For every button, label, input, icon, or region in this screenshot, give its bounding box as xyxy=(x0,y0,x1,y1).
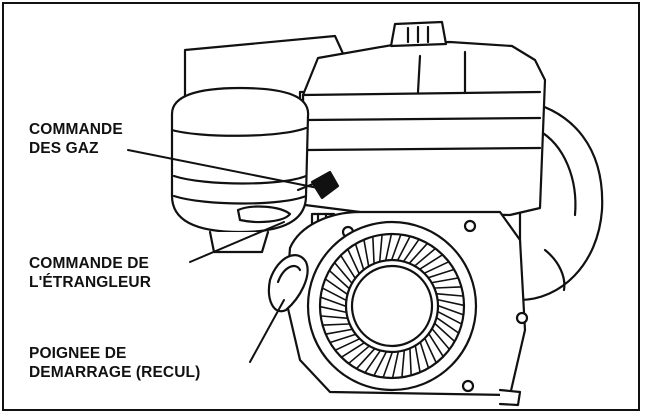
vent-slot xyxy=(354,244,365,270)
vent-slot xyxy=(428,268,454,279)
vent-slot xyxy=(391,351,399,378)
vent-slot xyxy=(419,342,430,368)
vent-slot xyxy=(419,254,443,270)
throttle-callout-line2: DES GAZ xyxy=(29,140,99,157)
vent-slot xyxy=(325,278,348,295)
vent-slot xyxy=(372,236,375,264)
fuel-tank xyxy=(301,40,547,217)
throttle-lever xyxy=(310,170,340,200)
throttle-callout-line1: COMMANDE xyxy=(29,121,123,138)
vent-slot xyxy=(403,239,420,262)
vent-slot xyxy=(428,333,444,357)
vent-slot xyxy=(373,351,387,376)
vent-slot xyxy=(378,234,383,262)
vent-slot xyxy=(391,234,402,260)
vent-slot xyxy=(414,345,421,373)
vent-slot xyxy=(437,311,462,325)
vent-slot xyxy=(431,328,450,350)
choke-callout: COMMANDE DE L'ÉTRANGLEUR xyxy=(29,254,151,292)
vent-slot xyxy=(434,323,455,342)
vent-slot xyxy=(364,350,381,373)
vent-slot xyxy=(334,262,353,284)
starter-callout-line2: DEMARRAGE (RECUL) xyxy=(29,364,201,381)
vent-slot xyxy=(325,328,353,335)
vent-slot xyxy=(335,338,360,351)
choke-lever xyxy=(236,205,292,224)
starter-handle xyxy=(267,254,309,313)
vent-slot xyxy=(436,317,459,334)
vent-slot xyxy=(414,248,436,267)
vent-slot xyxy=(424,338,437,363)
vent-slot xyxy=(356,348,375,369)
vent-slot xyxy=(431,277,459,284)
vent-slot xyxy=(341,342,365,358)
starter-callout-line1: POIGNEE DE xyxy=(29,345,127,362)
throttle-leader xyxy=(127,149,319,189)
choke-callout-line1: COMMANDE DE xyxy=(29,255,149,272)
vent-slot xyxy=(322,323,350,326)
choke-leader xyxy=(189,221,285,263)
vent-slot xyxy=(437,299,464,307)
vent-slot xyxy=(348,345,370,364)
vent-slot xyxy=(347,249,360,274)
vent-slot xyxy=(320,305,347,313)
vent-slot xyxy=(397,236,411,261)
throttle-callout: COMMANDE DES GAZ xyxy=(29,120,123,158)
vent-slot xyxy=(385,234,393,261)
starter-callout: POIGNEE DE DEMARRAGE (RECUL) xyxy=(29,344,200,382)
vent-slot xyxy=(382,352,393,378)
vent-slot xyxy=(320,315,348,320)
vent-slot xyxy=(320,296,346,307)
vent-slot xyxy=(436,292,464,297)
vent-slot xyxy=(363,239,370,267)
vent-slot xyxy=(409,348,412,376)
vent-slot xyxy=(409,243,428,264)
vent-slot xyxy=(322,287,347,301)
starter-leader xyxy=(249,299,285,363)
vent-slot xyxy=(424,261,449,274)
vent-slot xyxy=(438,305,464,316)
vent-slot xyxy=(434,286,462,289)
vent-slot xyxy=(329,270,350,289)
vent-slot xyxy=(340,255,356,279)
vent-slot xyxy=(401,350,406,378)
vent-slot xyxy=(330,333,356,344)
choke-callout-line2: L'ÉTRANGLEUR xyxy=(29,274,151,291)
